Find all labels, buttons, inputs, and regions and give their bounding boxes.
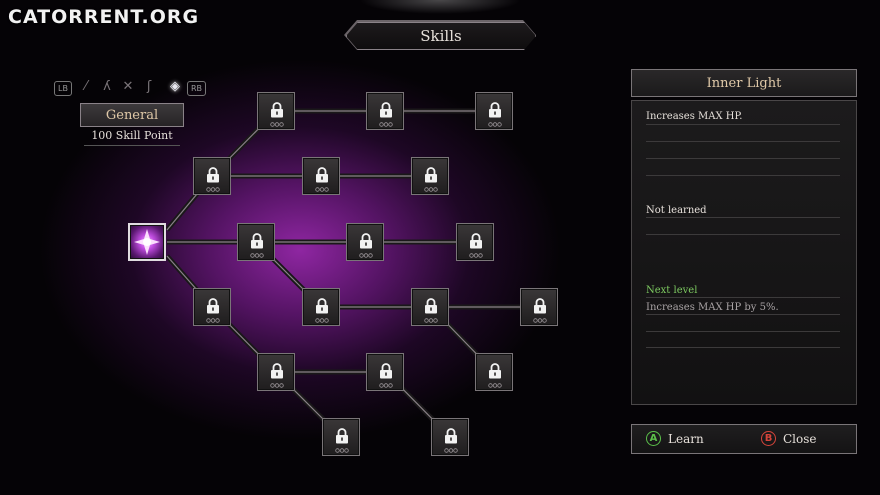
lock-icon — [470, 233, 482, 249]
scythe-icon[interactable]: ʃ — [146, 79, 152, 94]
node-locked-8[interactable] — [346, 223, 384, 261]
node-locked-12[interactable] — [411, 288, 449, 326]
skill-description: Increases MAX HP. — [646, 111, 743, 122]
node-locked-5[interactable] — [302, 157, 340, 195]
sword-icon[interactable]: ⁄ — [84, 79, 88, 94]
node-locked-18[interactable] — [431, 418, 469, 456]
rule — [646, 158, 840, 159]
level-pips — [335, 448, 349, 453]
lock-icon — [251, 233, 263, 249]
lock-icon — [534, 298, 546, 314]
crossed-blades-icon[interactable]: ✕ — [122, 79, 134, 94]
lock-icon — [380, 363, 392, 379]
node-locked-3[interactable] — [475, 92, 513, 130]
action-bar — [631, 424, 857, 454]
level-pips — [250, 253, 264, 258]
inner-light-icon — [134, 229, 160, 255]
lock-icon — [316, 298, 328, 314]
node-locked-10[interactable] — [193, 288, 231, 326]
category-name: General — [80, 103, 184, 127]
b-button-icon: B — [761, 431, 776, 446]
level-pips — [424, 318, 438, 323]
node-locked-17[interactable] — [322, 418, 360, 456]
level-pips — [359, 253, 373, 258]
lock-icon — [489, 102, 501, 118]
lock-icon — [207, 298, 219, 314]
rule — [646, 347, 840, 348]
rule — [646, 234, 840, 235]
node-locked-1[interactable] — [257, 92, 295, 130]
skill-detail-panel — [631, 100, 857, 405]
node-locked-15[interactable] — [366, 353, 404, 391]
level-pips — [488, 122, 502, 127]
lock-icon — [445, 428, 457, 444]
lock-icon — [360, 233, 372, 249]
node-root[interactable] — [128, 223, 166, 261]
node-locked-7[interactable] — [237, 223, 275, 261]
skill-points: 100 Skill Point — [84, 129, 180, 146]
rule — [646, 314, 840, 315]
level-pips — [270, 383, 284, 388]
lock-icon — [425, 167, 437, 183]
level-pips — [379, 122, 393, 127]
rule — [646, 141, 840, 142]
header-ornament — [360, 0, 520, 20]
watermark: CATORRENT.ORG — [8, 6, 200, 28]
level-pips — [379, 383, 393, 388]
level-pips — [206, 318, 220, 323]
rule — [646, 217, 840, 218]
lb-button[interactable]: LB — [54, 81, 72, 96]
skill-status: Not learned — [646, 205, 707, 216]
node-locked-4[interactable] — [193, 157, 231, 195]
rule — [646, 297, 840, 298]
lock-icon — [271, 102, 283, 118]
page-title: Skills — [346, 22, 536, 50]
level-pips — [270, 122, 284, 127]
level-pips — [488, 383, 502, 388]
learn-button[interactable]: Learn — [668, 432, 704, 446]
close-button[interactable]: Close — [783, 432, 817, 446]
level-pips — [533, 318, 547, 323]
node-locked-2[interactable] — [366, 92, 404, 130]
a-button-icon: A — [646, 431, 661, 446]
lock-icon — [316, 167, 328, 183]
rule — [646, 175, 840, 176]
rule — [646, 331, 840, 332]
level-pips — [206, 187, 220, 192]
lock-icon — [425, 298, 437, 314]
lock-icon — [380, 102, 392, 118]
level-pips — [424, 187, 438, 192]
rule — [646, 124, 840, 125]
level-pips — [315, 187, 329, 192]
next-level-description: Increases MAX HP by 5%. — [646, 302, 779, 313]
node-locked-9[interactable] — [456, 223, 494, 261]
claw-icon[interactable]: ʎ — [103, 79, 111, 94]
node-locked-16[interactable] — [475, 353, 513, 391]
rb-button[interactable]: RB — [187, 81, 207, 96]
node-locked-6[interactable] — [411, 157, 449, 195]
node-locked-11[interactable] — [302, 288, 340, 326]
node-locked-14[interactable] — [257, 353, 295, 391]
lock-icon — [271, 363, 283, 379]
lock-icon — [336, 428, 348, 444]
skill-name: Inner Light — [631, 69, 857, 97]
next-level-label: Next level — [646, 285, 698, 296]
level-pips — [444, 448, 458, 453]
lantern-icon[interactable]: ◈ — [170, 79, 180, 94]
lock-icon — [489, 363, 501, 379]
level-pips — [469, 253, 483, 258]
lock-icon — [207, 167, 219, 183]
level-pips — [315, 318, 329, 323]
node-locked-13[interactable] — [520, 288, 558, 326]
